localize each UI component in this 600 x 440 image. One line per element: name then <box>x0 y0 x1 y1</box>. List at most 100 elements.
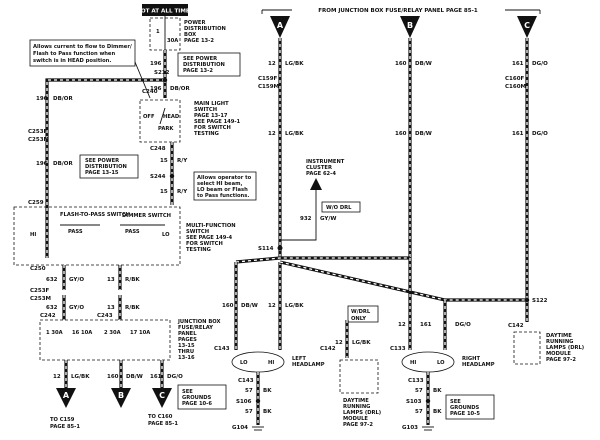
svg-text:DB/W: DB/W <box>126 374 143 380</box>
hot-at-all-times-label: HOT AT ALL TIMES <box>136 9 194 15</box>
svg-text:C142: C142 <box>508 323 524 329</box>
svg-text:MULTI-FUNCTION: MULTI-FUNCTION <box>186 223 236 229</box>
svg-text:S106: S106 <box>236 399 252 405</box>
see-power-distribution-box <box>177 52 241 77</box>
drl-module-right <box>513 331 541 365</box>
svg-text:C248: C248 <box>150 146 166 152</box>
svg-text:LAMPS (DRL): LAMPS (DRL) <box>546 345 584 351</box>
svg-text:160: 160 <box>395 61 407 67</box>
s212-connector: S212 <box>154 70 170 76</box>
svg-text:PAGE 97-2: PAGE 97-2 <box>343 422 373 428</box>
svg-text:196: 196 <box>36 96 48 102</box>
svg-text:to Pass functions.: to Pass functions. <box>197 193 249 199</box>
svg-text:C142: C142 <box>320 346 336 352</box>
svg-text:12: 12 <box>398 322 406 328</box>
svg-text:DISTRIBUTION: DISTRIBUTION <box>184 26 226 32</box>
fuse-30a: 30A <box>167 38 178 44</box>
svg-text:Allows operator to: Allows operator to <box>197 175 252 181</box>
svg-text:SEE PAGE 149-4: SEE PAGE 149-4 <box>186 235 233 241</box>
allows-pass-note <box>29 39 136 67</box>
wire-196-left <box>45 50 167 258</box>
svg-text:GROUNDS: GROUNDS <box>182 395 212 401</box>
svg-text:C250: C250 <box>30 266 46 272</box>
svg-text:TO C159: TO C159 <box>50 417 75 423</box>
svg-text:SWITCH: SWITCH <box>186 229 209 235</box>
svg-text:S103: S103 <box>406 399 422 405</box>
svg-text:C240: C240 <box>142 89 158 95</box>
svg-text:B: B <box>118 391 124 400</box>
svg-text:GY/W: GY/W <box>320 216 336 222</box>
svg-text:DB/OR: DB/OR <box>170 86 190 92</box>
svg-text:C253F: C253F <box>30 288 50 294</box>
terminal-b-bottom: B <box>111 388 131 408</box>
svg-text:932: 932 <box>300 216 312 222</box>
svg-text:15: 15 <box>160 158 168 164</box>
svg-text:PARK: PARK <box>158 126 174 132</box>
svg-text:C259: C259 <box>28 200 44 206</box>
svg-text:INSTRUMENT: INSTRUMENT <box>306 159 345 165</box>
svg-text:PAGE 62-4: PAGE 62-4 <box>306 171 336 177</box>
svg-text:1: 1 <box>156 29 160 35</box>
svg-text:MODULE: MODULE <box>343 416 368 422</box>
wdrl-only-label <box>347 305 379 323</box>
svg-text:CLUSTER: CLUSTER <box>306 165 332 171</box>
svg-text:C242: C242 <box>40 313 56 319</box>
svg-text:HEAD: HEAD <box>163 114 180 120</box>
svg-text:PAGE 85-1: PAGE 85-1 <box>148 421 178 427</box>
see-grounds-right <box>445 394 495 420</box>
svg-text:PAGE 10-5: PAGE 10-5 <box>450 411 480 417</box>
svg-text:PAGE 13-2: PAGE 13-2 <box>183 68 213 74</box>
svg-text:C143: C143 <box>238 378 254 384</box>
instrument-cluster-label: INSTRUMENT CLUSTER PAGE 62-4 <box>306 159 345 177</box>
svg-text:DG/O: DG/O <box>167 374 183 380</box>
svg-text:13-16: 13-16 <box>178 355 195 361</box>
svg-text:C133: C133 <box>390 346 406 352</box>
svg-text:DAYTIME: DAYTIME <box>546 333 572 339</box>
svg-text:JUNCTION BOX: JUNCTION BOX <box>177 319 221 325</box>
svg-text:PAGE 10-6: PAGE 10-6 <box>182 401 212 407</box>
svg-text:TESTING: TESTING <box>186 247 211 253</box>
svg-text:SEE PAGE 149-1: SEE PAGE 149-1 <box>194 119 241 125</box>
svg-text:LG/BK: LG/BK <box>285 303 304 309</box>
svg-text:HEADLAMP: HEADLAMP <box>462 362 495 368</box>
svg-text:57: 57 <box>245 409 253 415</box>
svg-text:S122: S122 <box>532 298 548 304</box>
svg-text:13-15: 13-15 <box>178 343 195 349</box>
svg-text:S114: S114 <box>258 246 274 252</box>
svg-text:SWITCH: SWITCH <box>194 107 217 113</box>
svg-text:PANEL: PANEL <box>178 331 197 337</box>
svg-text:DB/W: DB/W <box>415 61 432 67</box>
svg-text:C253M: C253M <box>30 296 51 302</box>
svg-text:C: C <box>159 391 165 400</box>
power-distribution-box-label: POWER DISTRIBUTION BOX PAGE 13-2 <box>184 20 226 44</box>
junction-box-panel <box>39 319 171 361</box>
svg-text:DB/OR: DB/OR <box>53 96 73 102</box>
svg-text:LG/BK: LG/BK <box>285 61 304 67</box>
svg-text:160: 160 <box>107 374 119 380</box>
svg-text:PAGE 13-15: PAGE 13-15 <box>85 170 119 176</box>
svg-text:12: 12 <box>335 340 343 346</box>
svg-text:57: 57 <box>245 388 253 394</box>
svg-text:FUSE/RELAY: FUSE/RELAY <box>178 325 213 331</box>
svg-text:PASS: PASS <box>68 229 83 235</box>
svg-text:SEE POWER: SEE POWER <box>85 158 119 164</box>
svg-text:161: 161 <box>512 61 524 67</box>
svg-text:C143: C143 <box>214 346 230 352</box>
svg-text:RUNNING: RUNNING <box>546 339 573 345</box>
svg-text:16 10A: 16 10A <box>72 330 92 336</box>
svg-text:HEADLAMP: HEADLAMP <box>292 362 325 368</box>
main-light-switch-label: MAIN LIGHT SWITCH PAGE 13-17 SEE PAGE 14… <box>194 101 241 137</box>
svg-text:DG/O: DG/O <box>532 61 548 67</box>
svg-text:13: 13 <box>107 305 115 311</box>
wo-drl-label <box>321 201 361 213</box>
svg-text:12: 12 <box>53 374 61 380</box>
main-light-switch <box>139 99 181 143</box>
svg-text:17 10A: 17 10A <box>130 330 150 336</box>
svg-text:C159M: C159M <box>258 84 279 90</box>
svg-text:BOX: BOX <box>184 32 196 38</box>
svg-text:LAMPS (DRL): LAMPS (DRL) <box>343 410 381 416</box>
svg-text:PAGE 13-17: PAGE 13-17 <box>194 113 228 119</box>
svg-text:C243: C243 <box>97 313 113 319</box>
svg-text:196: 196 <box>150 61 162 67</box>
svg-text:BK: BK <box>433 388 442 394</box>
